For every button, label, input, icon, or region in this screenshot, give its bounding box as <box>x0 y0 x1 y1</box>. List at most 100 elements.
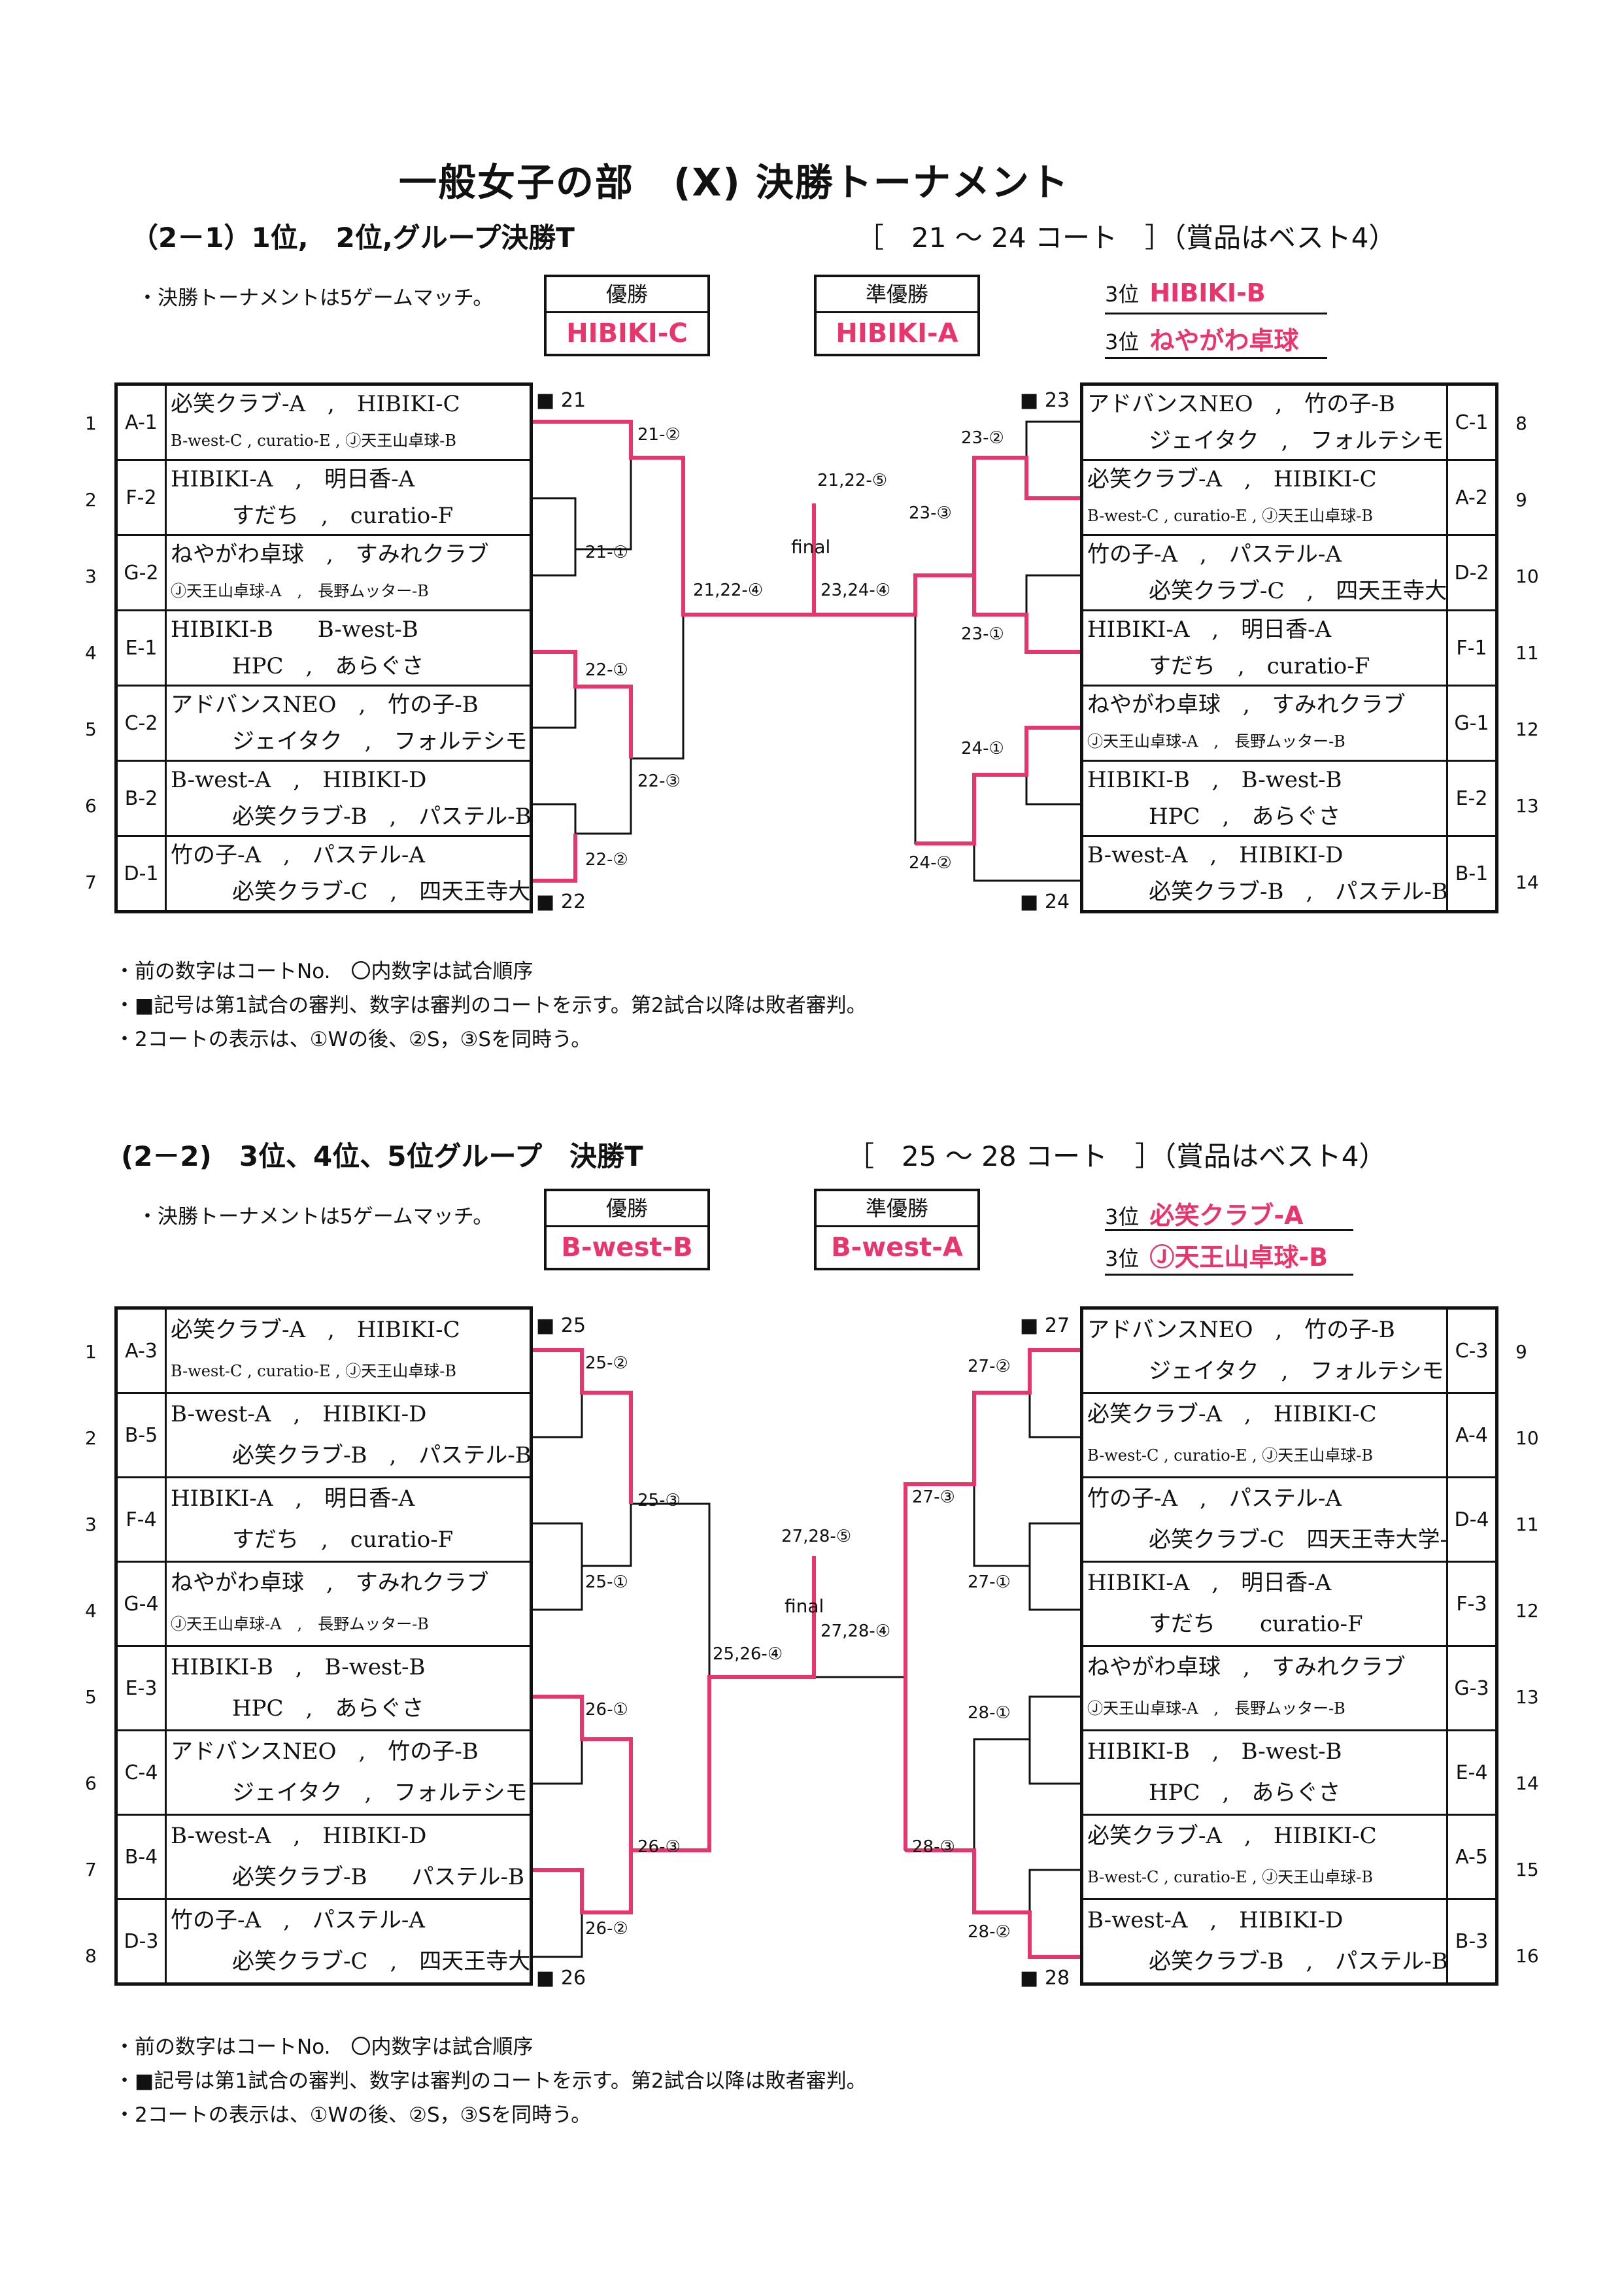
note-line: ・2コートの表示は、①Wの後、②S，③Sを同時う。 <box>114 1028 592 1051</box>
section2-champion-box: 優勝 B-west-B <box>544 1189 710 1270</box>
group-code: G-3 <box>1446 1645 1498 1731</box>
match-label: 23-① <box>961 624 1004 644</box>
team-cell: HIBIKI-B , B-west-B <box>1081 760 1448 798</box>
team-cell: 必笑クラブ-B , パステル-B <box>165 1435 532 1478</box>
team-cell: ねやがわ卓球 , すみれクラブ <box>165 1561 532 1604</box>
row-number: 4 <box>85 641 97 664</box>
row-number: 2 <box>85 1427 97 1449</box>
team-pair-1: アドバンスNEO , 竹の子-B <box>1087 391 1395 417</box>
team-pair-2: HPC , あらぐさ <box>1149 804 1341 830</box>
divider <box>1105 313 1327 314</box>
team-cell: B-west-C , curatio-E , Ⓙ天王山卓球-B <box>1081 498 1448 536</box>
group-code: F-4 <box>115 1476 167 1563</box>
team-row-second-line: 必笑クラブ-B , パステル-B <box>116 798 532 837</box>
row-number: 14 <box>1515 1773 1539 1794</box>
divider <box>1105 1229 1353 1231</box>
section2-match-note: ・決勝トーナメントは5ゲームマッチ。 <box>137 1205 494 1229</box>
match-label: 26-② <box>585 1919 628 1939</box>
team-cell: 必笑クラブ-C 四天王寺大学-F <box>1081 1519 1448 1563</box>
row-number: 10 <box>1515 565 1539 587</box>
row-number: 9 <box>1515 488 1527 511</box>
team-row-second-line: HPC , あらぐさ <box>1081 1773 1497 1816</box>
section1-runnerup-box: 準優勝 HIBIKI-A <box>814 275 980 356</box>
team-pair-2: ジェイタク , フォルテシモ <box>1149 1358 1444 1384</box>
team-cell: B-west-A , HIBIKI-D <box>165 760 532 798</box>
team-cell: Ⓙ天王山卓球-A , 長野ムッター-B <box>1081 723 1448 762</box>
referee-court: ■ 25 <box>536 1314 586 1337</box>
champion-value: HIBIKI-C <box>566 318 688 348</box>
match-label: 22-② <box>585 850 628 870</box>
team-cell: ジェイタク , フォルテシモ <box>165 1773 532 1816</box>
team-row-second-line: 必笑クラブ-B , パステル-B <box>1081 1941 1497 1985</box>
final-label: final <box>785 1595 824 1617</box>
team-pair-1: ねやがわ卓球 , すみれクラブ <box>171 541 489 568</box>
runnerup-value: HIBIKI-A <box>836 318 958 348</box>
note-line: ・■記号は第1試合の審判、数字は審判のコートを示す。第2試合以降は敗者審判。 <box>114 2069 867 2093</box>
team-pair-1: アドバンスNEO , 竹の子-B <box>171 692 479 718</box>
team-pair-1: 竹の子-A , パステル-A <box>171 1907 425 1933</box>
row-number: 11 <box>1515 1514 1539 1535</box>
group-code: F-2 <box>115 459 167 536</box>
final-label: final <box>791 536 831 558</box>
team-cell: すだち , curatio-F <box>165 1519 532 1563</box>
row-number: 9 <box>1515 1341 1527 1363</box>
team-pair-2: B-west-C , curatio-E , Ⓙ天王山卓球-B <box>1087 1446 1373 1465</box>
team-row-second-line: 必笑クラブ-B , パステル-B <box>1081 874 1497 913</box>
match-label: 25-③ <box>637 1491 681 1510</box>
team-pair-1: HIBIKI-A , 明日香-A <box>171 466 415 492</box>
team-row: B-west-A , HIBIKI-D B-3 <box>1081 1898 1498 1985</box>
team-pair-1: B-west-A , HIBIKI-D <box>1087 1907 1344 1933</box>
group-code: G-2 <box>115 534 167 611</box>
match-label: 25,26-④ <box>713 1644 783 1664</box>
team-pair-2: Ⓙ天王山卓球-A , 長野ムッター-B <box>1087 732 1345 751</box>
match-label: 27,28-⑤ <box>781 1527 852 1546</box>
team-pair-2: 必笑クラブ-B , パステル-B <box>1149 879 1446 905</box>
row-number: 8 <box>85 1945 97 1967</box>
group-code: B-4 <box>115 1814 167 1900</box>
row-number: 6 <box>85 794 97 817</box>
team-cell: 竹の子-A , パステル-A <box>1081 1476 1448 1519</box>
note-line: ・2コートの表示は、①Wの後、②S，③Sを同時う。 <box>114 2103 592 2127</box>
team-row-second-line: すだち , curatio-F <box>1081 648 1497 687</box>
group-code: E-2 <box>1446 760 1498 837</box>
team-row-second-line: 必笑クラブ-C 四天王寺大学-F <box>1081 1519 1497 1563</box>
group-code: F-3 <box>1446 1561 1498 1647</box>
group-code: B-5 <box>115 1392 167 1478</box>
team-cell: アドバンスNEO , 竹の子-B <box>165 1729 532 1773</box>
section2-courts: ［ 25 ～ 28 コート ］（賞品はベスト4） <box>847 1140 1387 1172</box>
team-pair-2: すだち , curatio-F <box>232 1527 454 1553</box>
team-pair-2: 必笑クラブ-B , パステル-B <box>232 1442 530 1468</box>
match-label: 21-② <box>637 425 681 445</box>
team-pair-2: ジェイタク , フォルテシモ <box>1149 428 1444 454</box>
team-cell: 必笑クラブ-B , パステル-B <box>1081 874 1448 913</box>
team-cell: 竹の子-A , パステル-A <box>165 1898 532 1941</box>
team-row-second-line: HPC , あらぐさ <box>116 648 532 687</box>
team-row-second-line: 必笑クラブ-C , 四天王寺大学-F <box>1081 573 1497 611</box>
group-code: B-3 <box>1446 1898 1498 1985</box>
team-cell: 必笑クラブ-A , HIBIKI-C <box>165 1307 532 1351</box>
row-number: 7 <box>85 1859 97 1880</box>
runnerup-label: 準優勝 <box>817 277 977 313</box>
team-cell: すだち curatio-F <box>1081 1604 1448 1647</box>
third-label: 3位 <box>1105 1204 1140 1229</box>
team-cell: 必笑クラブ-B , パステル-B <box>1081 1941 1448 1985</box>
row-number: 3 <box>85 565 97 587</box>
match-label: 28-① <box>968 1703 1011 1723</box>
team-pair-2: B-west-C , curatio-E , Ⓙ天王山卓球-B <box>171 432 456 450</box>
team-cell: 必笑クラブ-C , 四天王寺大学-F <box>165 1941 532 1985</box>
divider <box>1105 357 1327 359</box>
third-label: 3位 <box>1105 282 1140 307</box>
team-pair-1: 必笑クラブ-A , HIBIKI-C <box>1087 466 1377 492</box>
row-number: 13 <box>1515 794 1539 817</box>
team-pair-1: 竹の子-A , パステル-A <box>1087 1485 1342 1512</box>
team-cell: ねやがわ卓球 , すみれクラブ <box>1081 1645 1448 1688</box>
